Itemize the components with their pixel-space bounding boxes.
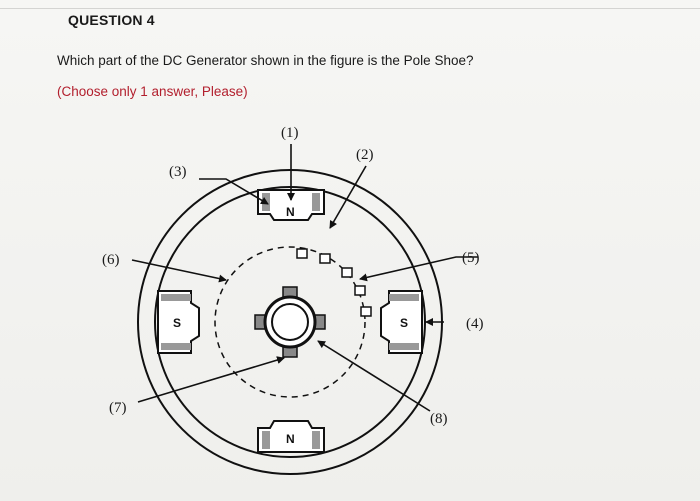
question-title: QUESTION 4 xyxy=(68,12,155,28)
pole-left: S xyxy=(157,290,200,354)
pole-right-letter: S xyxy=(400,316,408,330)
label-6: (6) xyxy=(102,252,120,268)
pole-top-letter: N xyxy=(286,205,295,219)
armature-conductors xyxy=(296,248,372,317)
question-hint: (Choose only 1 answer, Please) xyxy=(57,84,248,99)
top-divider xyxy=(0,8,700,9)
armature-periphery xyxy=(214,246,366,398)
label-5: (5) xyxy=(462,250,480,266)
label-8: (8) xyxy=(430,411,448,427)
label-1: (1) xyxy=(281,125,299,141)
commutator xyxy=(254,286,326,358)
label-4: (4) xyxy=(466,316,484,332)
pole-right: S xyxy=(380,290,423,354)
label-7: (7) xyxy=(109,400,127,416)
pole-left-letter: S xyxy=(173,316,181,330)
label-3: (3) xyxy=(169,164,187,180)
pole-bottom: N xyxy=(257,420,325,453)
pole-bottom-letter: N xyxy=(286,432,295,446)
leader-lines xyxy=(131,144,478,412)
label-2: (2) xyxy=(356,147,374,163)
question-text: Which part of the DC Generator shown in … xyxy=(57,53,474,68)
